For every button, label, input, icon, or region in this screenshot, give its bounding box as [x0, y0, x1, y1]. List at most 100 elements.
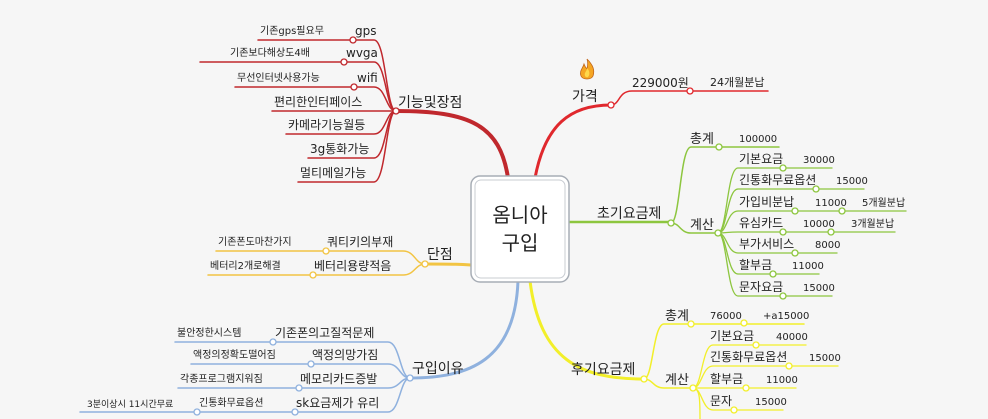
node-handle[interactable] [742, 384, 750, 392]
cons-item[interactable]: 쿼티키의부재 [327, 235, 393, 249]
initial-calc-item[interactable]: 가입비분납 [739, 195, 794, 209]
feature-item[interactable]: wifi [357, 71, 378, 85]
reason-note[interactable]: 불안정한시스템 [177, 327, 241, 339]
initial-total-value[interactable]: 100000 [739, 134, 777, 145]
node-handle[interactable] [340, 58, 348, 66]
feature-item[interactable]: 3g통화가능 [310, 142, 369, 156]
later-calc-item[interactable]: 긴통화무료옵션 [710, 350, 787, 364]
initial-calc-value[interactable]: 30000 [803, 155, 835, 166]
feature-item[interactable]: gps [355, 24, 377, 38]
later-calc-value[interactable]: 15000 [809, 353, 841, 364]
node-handle[interactable] [779, 228, 787, 236]
node-handle[interactable] [269, 338, 277, 346]
later-calc-item[interactable]: 할부금 [710, 372, 743, 386]
node-handle[interactable] [193, 408, 201, 416]
initial-calc-value[interactable]: 11000 [815, 198, 847, 209]
topic-features[interactable]: 기능및장점 [398, 95, 462, 111]
node-handle[interactable] [791, 207, 799, 215]
later-calc-value[interactable]: 15000 [755, 397, 787, 408]
reason-item[interactable]: 기존폰의고질적문제 [275, 326, 374, 340]
node-handle[interactable] [295, 384, 303, 392]
reason-item[interactable]: 메모리카드증발 [300, 372, 377, 386]
topic-price[interactable]: 가격 [572, 89, 598, 105]
node-handle[interactable] [392, 107, 400, 115]
initial-calc-item[interactable]: 유심카드 [739, 216, 783, 230]
node-handle[interactable] [752, 341, 760, 349]
initial-calc-note[interactable]: 5개월분납 [862, 197, 905, 209]
initial-calc-item[interactable]: 부가서비스 [739, 237, 794, 251]
initial-calc-value[interactable]: 8000 [815, 240, 840, 251]
node-handle[interactable] [607, 101, 615, 109]
feature-note[interactable]: 무선인터넷사용가능 [237, 72, 320, 84]
initial-calc-value[interactable]: 11000 [792, 261, 824, 272]
reason-item[interactable]: sk요금제가 유리 [296, 396, 379, 410]
reason-note[interactable]: 긴통화무료옵션 [199, 397, 263, 409]
initial-total-label[interactable]: 총계 [690, 132, 714, 147]
cons-note[interactable]: 기존폰도마찬가지 [218, 236, 292, 248]
feature-item[interactable]: 카메라기능월등 [288, 118, 365, 132]
reason-item[interactable]: 액정의망가짐 [312, 348, 378, 362]
initial-calc-item[interactable]: 긴통화무료옵션 [739, 173, 816, 187]
node-handle[interactable] [291, 408, 299, 416]
later-total-value[interactable]: 76000 [710, 311, 742, 322]
node-handle[interactable] [421, 260, 429, 268]
node-handle[interactable] [785, 362, 793, 370]
initial-calc-value[interactable]: 15000 [836, 176, 868, 187]
node-handle[interactable] [307, 360, 315, 368]
node-handle[interactable] [715, 143, 723, 151]
node-handle[interactable] [406, 374, 414, 382]
node-handle[interactable] [827, 228, 835, 236]
node-handle[interactable] [769, 270, 777, 278]
feature-note[interactable]: 기존보다해상도4배 [230, 46, 310, 59]
node-handle[interactable] [740, 319, 748, 327]
feature-item[interactable]: 편리한인터페이스 [274, 95, 362, 109]
reason-note[interactable]: 각종프로그램지워짐 [180, 372, 263, 385]
reason-note[interactable]: 액정의정확도떨어짐 [193, 349, 276, 361]
node-handle[interactable] [687, 320, 695, 328]
price-amount[interactable]: 229000원 [632, 76, 689, 90]
price-note[interactable]: 24개월분납 [710, 76, 764, 89]
initial-calc-item[interactable]: 기본요금 [739, 152, 783, 166]
node-handle[interactable] [640, 375, 648, 383]
cons-item[interactable]: 베터리용량적음 [314, 259, 391, 273]
initial-calc-item[interactable]: 문자요금 [739, 280, 783, 294]
node-handle[interactable] [730, 406, 738, 414]
reason-note-detail[interactable]: 3분이상시 11시간무료 [87, 399, 173, 410]
initial-calc-value[interactable]: 10000 [803, 219, 835, 230]
later-calc-value[interactable]: 11000 [766, 375, 798, 386]
later-calc-label[interactable]: 계산 [665, 373, 689, 388]
initial-calc-label[interactable]: 계산 [690, 218, 714, 233]
branch-features [394, 109, 510, 180]
node-handle[interactable] [779, 292, 787, 300]
initial-calc-note[interactable]: 3개월분납 [851, 218, 894, 230]
node-handle[interactable] [838, 207, 846, 215]
topic-initial-plan[interactable]: 초기요금제 [597, 206, 661, 222]
later-calc-item[interactable]: 기본요금 [710, 329, 754, 343]
topic-later-plan[interactable]: 후기요금제 [571, 362, 635, 378]
feature-note[interactable]: 기존gps필요무 [260, 25, 324, 37]
cons-note[interactable]: 베터리2개로해결 [210, 259, 281, 272]
initial-calc-item[interactable]: 할부금 [739, 258, 772, 272]
later-calc-item[interactable]: 문자 [710, 394, 732, 408]
node-handle[interactable] [791, 249, 799, 257]
node-handle[interactable] [686, 87, 694, 95]
node-handle[interactable] [689, 384, 697, 392]
later-calc-value[interactable]: 40000 [776, 332, 808, 343]
node-handle[interactable] [812, 185, 820, 193]
branch-price [533, 103, 613, 180]
topic-reasons[interactable]: 구입이유 [412, 361, 464, 377]
node-handle[interactable] [349, 36, 357, 44]
node-handle[interactable] [350, 83, 358, 91]
node-handle[interactable] [714, 229, 722, 237]
central-topic[interactable]: 옴니아 구입 [470, 175, 570, 283]
node-handle[interactable] [779, 164, 787, 172]
node-handle[interactable] [667, 219, 675, 227]
node-handle[interactable] [309, 271, 317, 279]
feature-item[interactable]: 멀티메일가능 [300, 166, 366, 180]
feature-item[interactable]: wvga [346, 46, 378, 60]
later-total-label[interactable]: 총계 [665, 309, 689, 324]
node-handle[interactable] [322, 247, 330, 255]
initial-calc-value[interactable]: 15000 [803, 283, 835, 294]
topic-cons[interactable]: 단점 [427, 247, 453, 263]
later-total-extra[interactable]: +a15000 [763, 311, 809, 322]
